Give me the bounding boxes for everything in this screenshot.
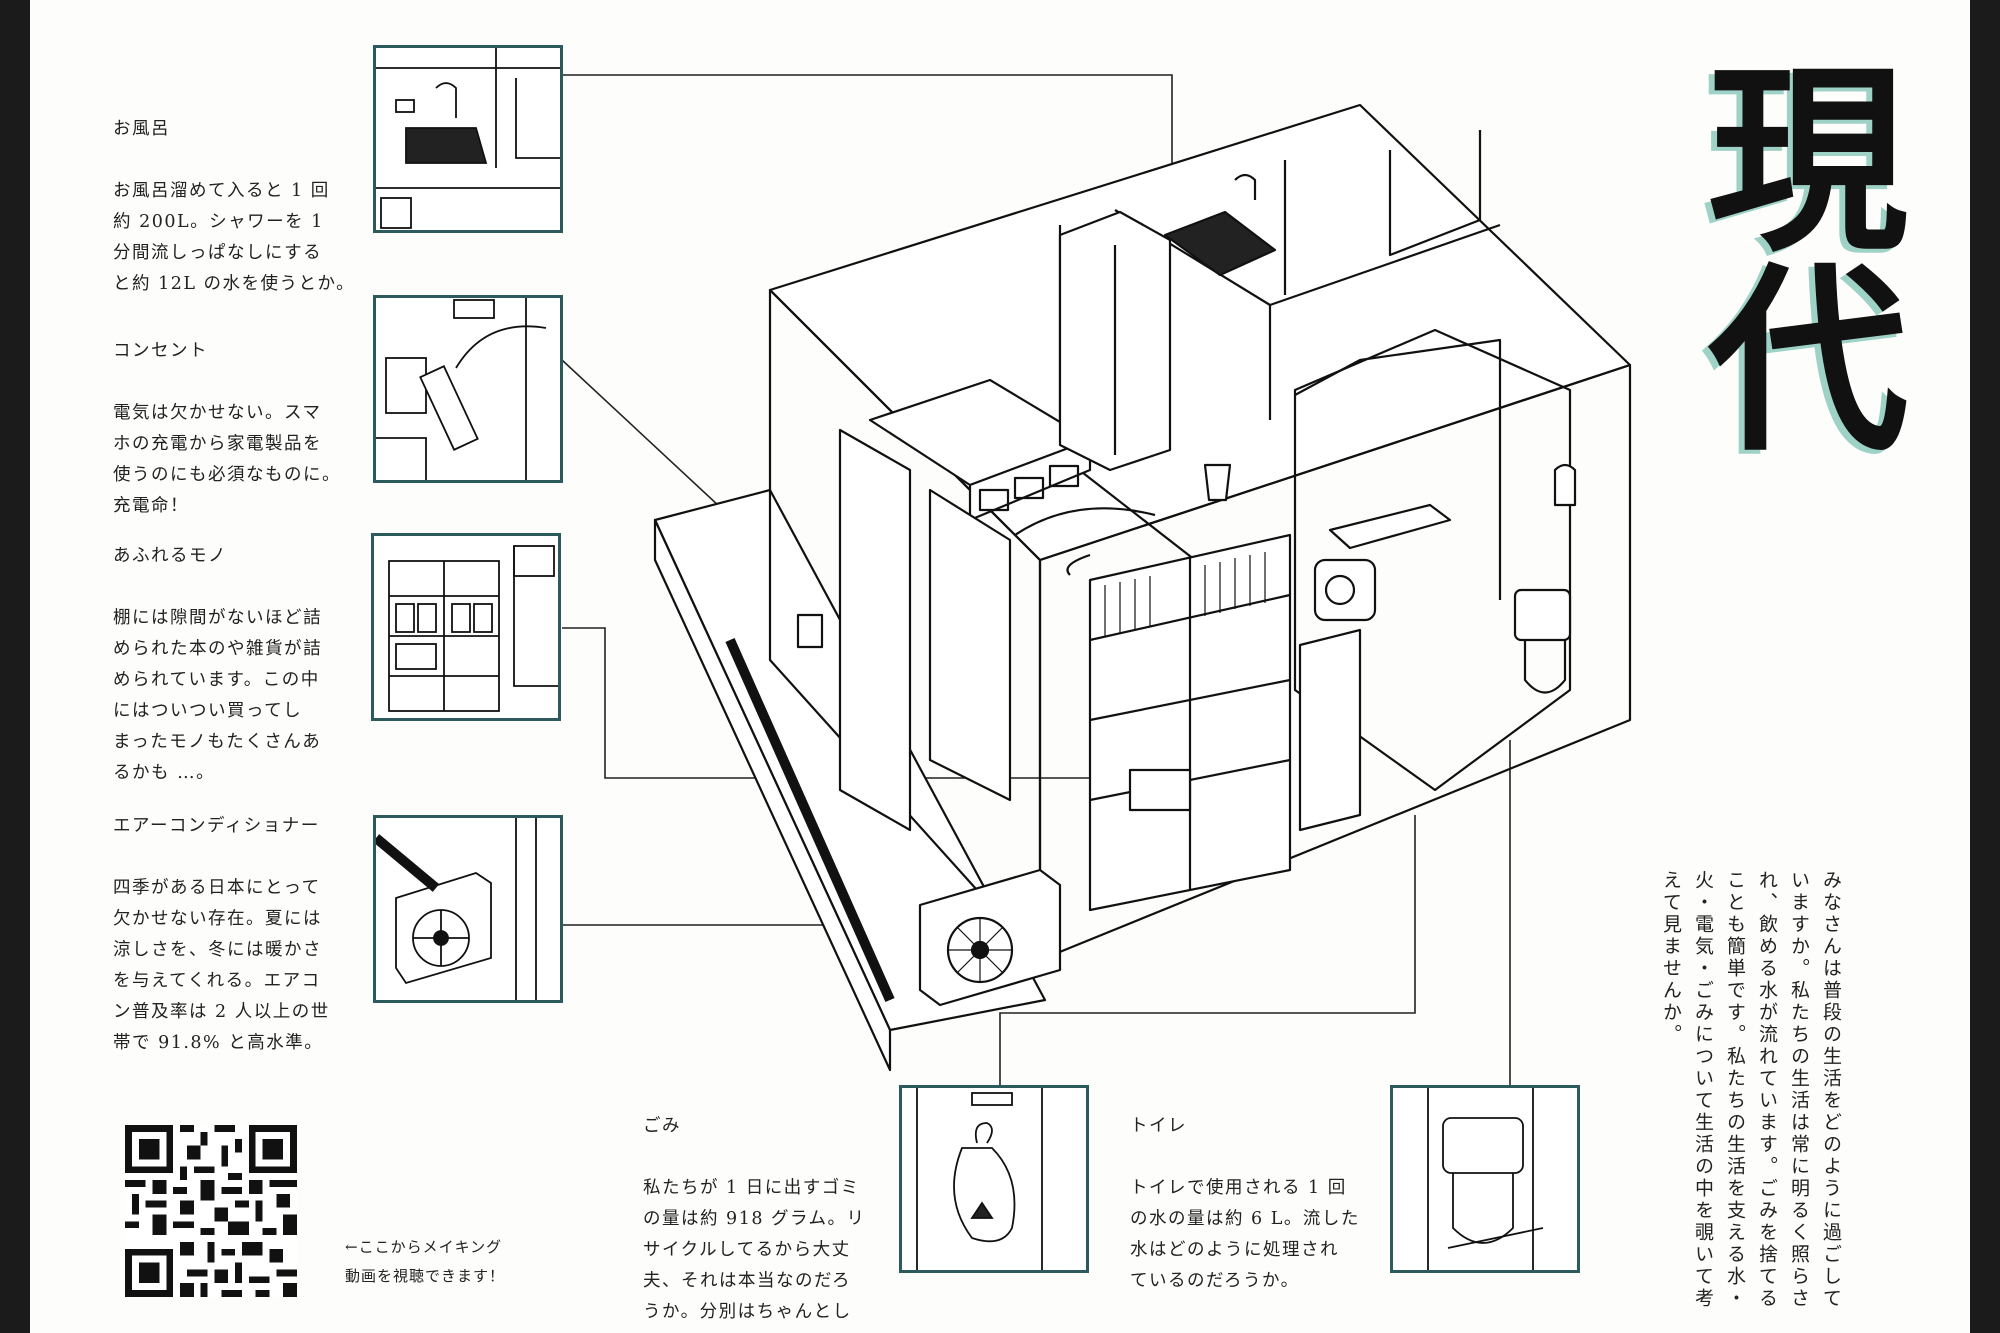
caption-garbage-body: 私たちが 1 日に出すゴミ の量は約 918 グラム。リ サイクルしてるから大丈…: [643, 1178, 866, 1322]
garbage-inset: [899, 1085, 1089, 1273]
intro-text: みなさんは普段の生活をどのように過ごしていますか。私たちの生活は常に明るく照らさ…: [1660, 870, 1842, 1310]
caption-bath-title: お風呂: [113, 119, 170, 139]
caption-bath-body: お風呂溜めて入ると 1 回 約 200L。シャワーを 1 分間流しっぱなしにする…: [113, 181, 356, 294]
page-title: 現代: [1673, 55, 1908, 455]
caption-toilet-body: トイレで使用される 1 回 の水の量は約 6 L。流した 水はどのように処理され…: [1130, 1178, 1360, 1291]
outlet-inset: [373, 295, 563, 483]
toilet-inset: [1390, 1085, 1580, 1273]
caption-garbage: ごみ 私たちが 1 日に出すゴミ の量は約 918 グラム。リ サイクルしてるか…: [643, 1080, 903, 1333]
qr-note: ←ここからメイキング 動画を視聴できます！: [345, 1238, 506, 1285]
caption-things-title: あふれるモノ: [113, 546, 227, 566]
caption-things-body: 棚には隙間がないほど詰 められた本のや雑貨が詰 められています。この中 にはつい…: [113, 608, 322, 783]
things-inset: [371, 533, 561, 721]
caption-toilet: トイレ トイレで使用される 1 回 の水の量は約 6 L。流した 水はどのように…: [1130, 1080, 1390, 1297]
bathtub-icon: [376, 48, 560, 229]
caption-outlet-body: 電気は欠かせない。スマ ホの充電から家電製品を 使うのにも必須なものに。 充電命…: [113, 403, 341, 516]
qr-code-icon[interactable]: [125, 1125, 297, 1297]
caption-bath: お風呂 お風呂溜めて入ると 1 回 約 200L。シャワーを 1 分間流しっぱな…: [113, 83, 373, 300]
caption-toilet-title: トイレ: [1130, 1116, 1187, 1136]
aircon-inset: [373, 815, 563, 1003]
caption-aircon-body: 四季がある日本にとって 欠かせない存在。夏には 涼しさを、冬には暖かさ を与えて…: [113, 878, 330, 1053]
power-strip-icon: [376, 298, 547, 480]
caption-aircon-title: エアーコンディショナー: [113, 816, 320, 836]
caption-aircon: エアーコンディショナー 四季がある日本にとって 欠かせない存在。夏には 涼しさを…: [113, 780, 373, 1059]
caption-outlet: コンセント 電気は欠かせない。スマ ホの充電から家電製品を 使うのにも必須なもの…: [113, 305, 373, 522]
bookshelf-icon: [388, 545, 558, 712]
caption-outlet-title: コンセント: [113, 341, 208, 361]
poster: お風呂 お風呂溜めて入ると 1 回 約 200L。シャワーを 1 分間流しっぱな…: [30, 0, 1970, 1333]
apartment-illustration: [653, 103, 1632, 1072]
toilet-icon: [1427, 1088, 1544, 1270]
caption-things: あふれるモノ 棚には隙間がないほど詰 められた本のや雑貨が詰 められています。こ…: [113, 510, 373, 789]
caption-garbage-title: ごみ: [643, 1116, 681, 1136]
bath-inset: [373, 45, 563, 233]
garbage-bag-icon: [916, 1088, 1043, 1270]
aircon-unit-icon: [376, 818, 537, 1000]
